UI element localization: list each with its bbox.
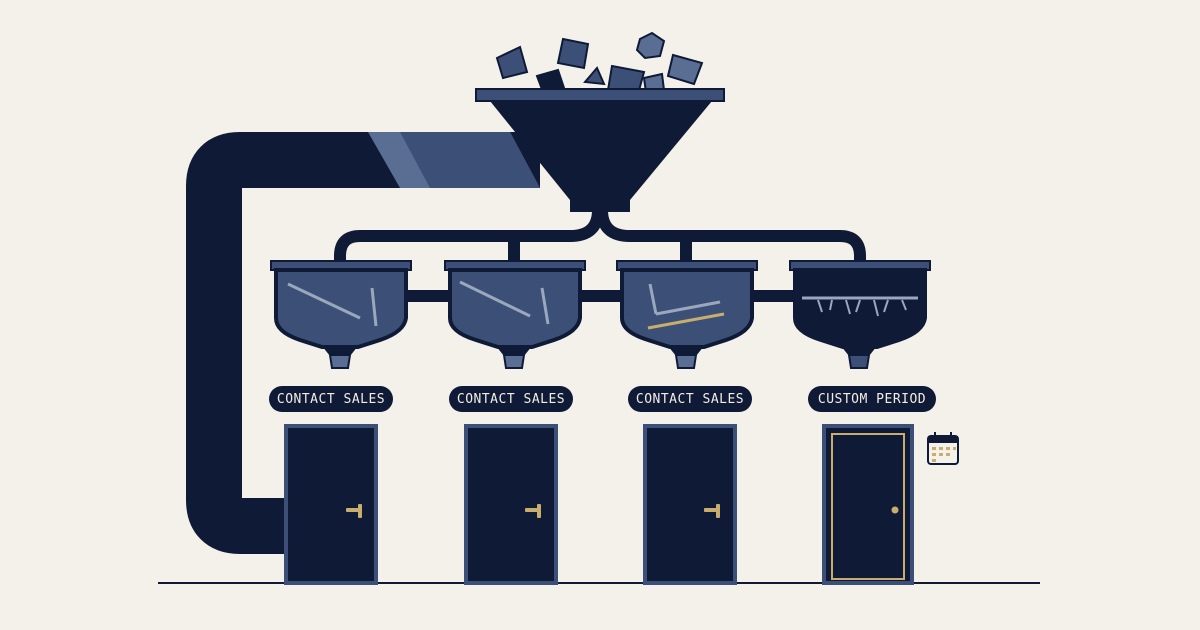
calendar-icon: [927, 432, 959, 465]
return-pipe-highlight-inner: [400, 132, 540, 188]
funnel-icon: [475, 88, 725, 212]
door-3[interactable]: [643, 424, 737, 585]
falling-shapes: [495, 31, 704, 96]
falling-shape: [583, 66, 606, 86]
door-1-label: CONTACT SALES: [269, 386, 393, 412]
door-knob-icon: [891, 506, 899, 514]
door-handle-icon: [525, 504, 541, 518]
falling-shape: [666, 53, 704, 86]
filter-basin-3: [616, 260, 758, 369]
door-handle-icon: [346, 504, 362, 518]
return-pipe: [186, 132, 540, 554]
door-2[interactable]: [464, 424, 558, 585]
door-1[interactable]: [284, 424, 378, 585]
door-2-label: CONTACT SALES: [449, 386, 573, 412]
filter-basin-2: [444, 260, 586, 369]
door-4-label: CUSTOM PERIOD: [808, 386, 936, 412]
falling-shape: [495, 45, 529, 80]
distribution-pipes: [334, 204, 866, 268]
door-handle-icon: [704, 504, 720, 518]
falling-shape: [556, 37, 590, 70]
door-3-label: CONTACT SALES: [628, 386, 752, 412]
falling-shape: [635, 31, 666, 60]
filter-basin-4: [789, 260, 931, 369]
door-4[interactable]: [822, 424, 914, 585]
filter-basin-1: [270, 260, 412, 369]
